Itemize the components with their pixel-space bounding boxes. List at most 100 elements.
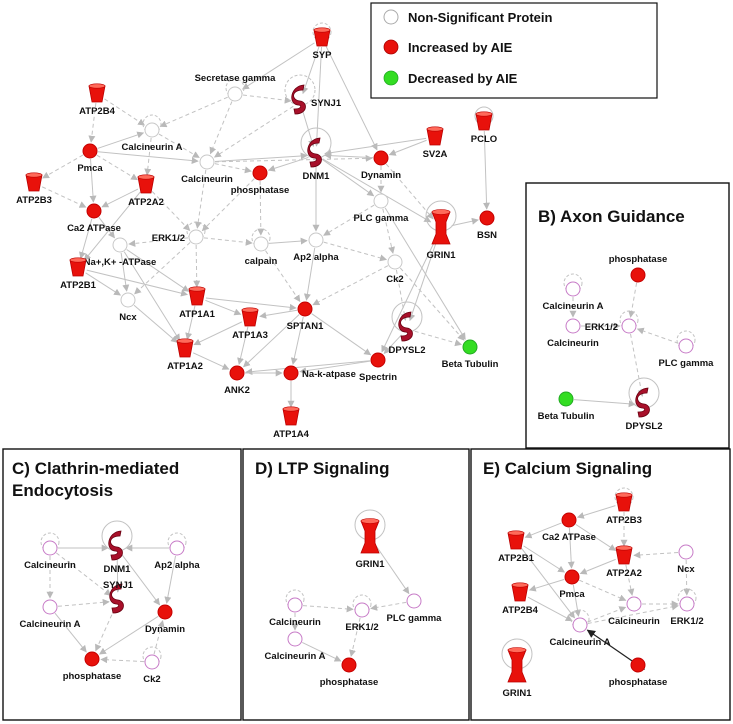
node-label: ANK2 (224, 385, 250, 396)
self-loop-edge (614, 487, 634, 507)
panel-b-frame (525, 182, 730, 449)
node-ank2: ANK2 (224, 365, 250, 396)
protein-circle-icon (283, 365, 299, 381)
protein-circle-icon (558, 391, 574, 407)
interaction-edge (301, 46, 320, 95)
protein-circle-icon (308, 232, 324, 248)
protein-circle-icon (297, 301, 313, 317)
node-ncx: Ncx (677, 544, 695, 575)
node-grin1: GRIN1 (426, 209, 456, 261)
node-label: DNM1 (303, 171, 331, 182)
node-label: SYP (312, 50, 332, 61)
protein-circle-icon (678, 338, 694, 354)
node-atp2b4: ATP2B4 (502, 582, 539, 616)
node-label: ATP2A2 (128, 197, 164, 208)
node-label: GRIN1 (355, 559, 385, 570)
interaction-edge (89, 158, 97, 203)
protein-circle-icon (252, 165, 268, 181)
protein-circle-icon (561, 512, 577, 528)
interaction-edge (290, 316, 304, 365)
interaction-edge (194, 169, 207, 229)
protein-circle-icon (626, 596, 642, 612)
interaction-edge (104, 98, 146, 126)
interaction-edge (301, 109, 315, 148)
interaction-edge (192, 352, 230, 370)
protein-circle-icon (229, 365, 245, 381)
self-loop-edge (186, 221, 206, 241)
protein-circle-icon (462, 339, 478, 355)
transporter-rim-icon (615, 545, 633, 551)
self-loop-edge (312, 22, 332, 42)
protein-circle-icon (373, 150, 389, 166)
node-atp2b1: ATP2B1 (60, 257, 97, 291)
interaction-edge (164, 555, 177, 604)
self-loop-edge (167, 532, 187, 552)
interaction-edge (193, 321, 243, 346)
protein-circle-icon (678, 544, 694, 560)
node-synj1: SYNJ1 (291, 84, 342, 115)
node-ncx: Ncx (119, 292, 137, 323)
interaction-edge (408, 238, 438, 322)
interaction-edge (265, 250, 301, 303)
node-ap2alpha: Ap2 alpha (154, 540, 200, 571)
node-plcgamma: PLC gamma (354, 193, 409, 224)
protein-circle-icon (565, 281, 581, 297)
node-calcineurina: Calcineurin A (543, 281, 604, 312)
interaction-edge (385, 163, 434, 220)
protein-circle-icon (188, 229, 204, 245)
node-grin1: GRIN1 (502, 647, 532, 699)
protein-circle-icon (679, 596, 695, 612)
interaction-edge (96, 154, 139, 181)
node-label: Ck2 (143, 674, 160, 685)
panel-c-title: C) Clathrin-mediated (12, 459, 179, 478)
self-loop-edge (225, 78, 245, 98)
node-label: ATP1A3 (232, 330, 268, 341)
interaction-edge (384, 207, 466, 340)
interaction-edge (123, 251, 181, 342)
legend-box (370, 2, 658, 99)
transporter-rim-icon (426, 126, 444, 132)
node-atp2a2: ATP2A2 (128, 174, 164, 208)
transporter-rim-icon (511, 582, 529, 588)
node-dynamin: Dynamin (145, 604, 185, 635)
self-loop-edge (677, 588, 697, 608)
protein-circle-icon (144, 654, 160, 670)
node-calcineurina: Calcineurin A (550, 617, 611, 648)
transporter-rim-icon (137, 174, 155, 180)
node-calcineurina: Calcineurin A (20, 599, 81, 630)
protein-circle-icon (565, 318, 581, 334)
interaction-edge (151, 191, 191, 232)
protein-circle-icon (84, 651, 100, 667)
interaction-edge (159, 96, 228, 128)
node-label: Dynamin (145, 624, 185, 635)
node-calcineurin: Calcineurin (547, 318, 599, 349)
protein-circle-icon (199, 154, 215, 170)
node-sv2a: SV2A (423, 126, 448, 160)
interaction-edge (325, 45, 378, 151)
interaction-edge (121, 554, 161, 606)
panel-d-frame (242, 448, 470, 721)
node-label: Ca2 ATPase (67, 223, 121, 234)
node-label: Calcineurin A (550, 637, 611, 648)
node-label: ATP1A4 (273, 429, 309, 440)
node-label: PLC gamma (387, 613, 443, 624)
node-plcgamma: PLC gamma (387, 593, 443, 624)
self-loop-edge (142, 646, 162, 666)
interaction-edge (185, 305, 196, 340)
protein-circle-icon (169, 540, 185, 556)
node-label: ATP2B1 (498, 553, 534, 564)
interaction-edge (324, 137, 427, 157)
self-loop-edge (284, 74, 316, 106)
node-label: phosphatase (231, 185, 290, 196)
node-label: Calcineurin A (20, 619, 81, 630)
node-label: DPYSL2 (389, 345, 426, 356)
node-atp1a4: ATP1A4 (273, 406, 310, 440)
node-label: Dynamin (361, 170, 401, 181)
interaction-edge (237, 326, 249, 365)
node-label: Na+,K+ -ATPase (84, 257, 157, 268)
interaction-edge (193, 244, 201, 288)
node-erk12: ERK1/2 (152, 229, 204, 245)
legend-increased-label: Increased by AIE (408, 40, 513, 55)
panel-b-title: B) Axon Guidance (538, 207, 685, 226)
protein-circle-icon (630, 267, 646, 283)
